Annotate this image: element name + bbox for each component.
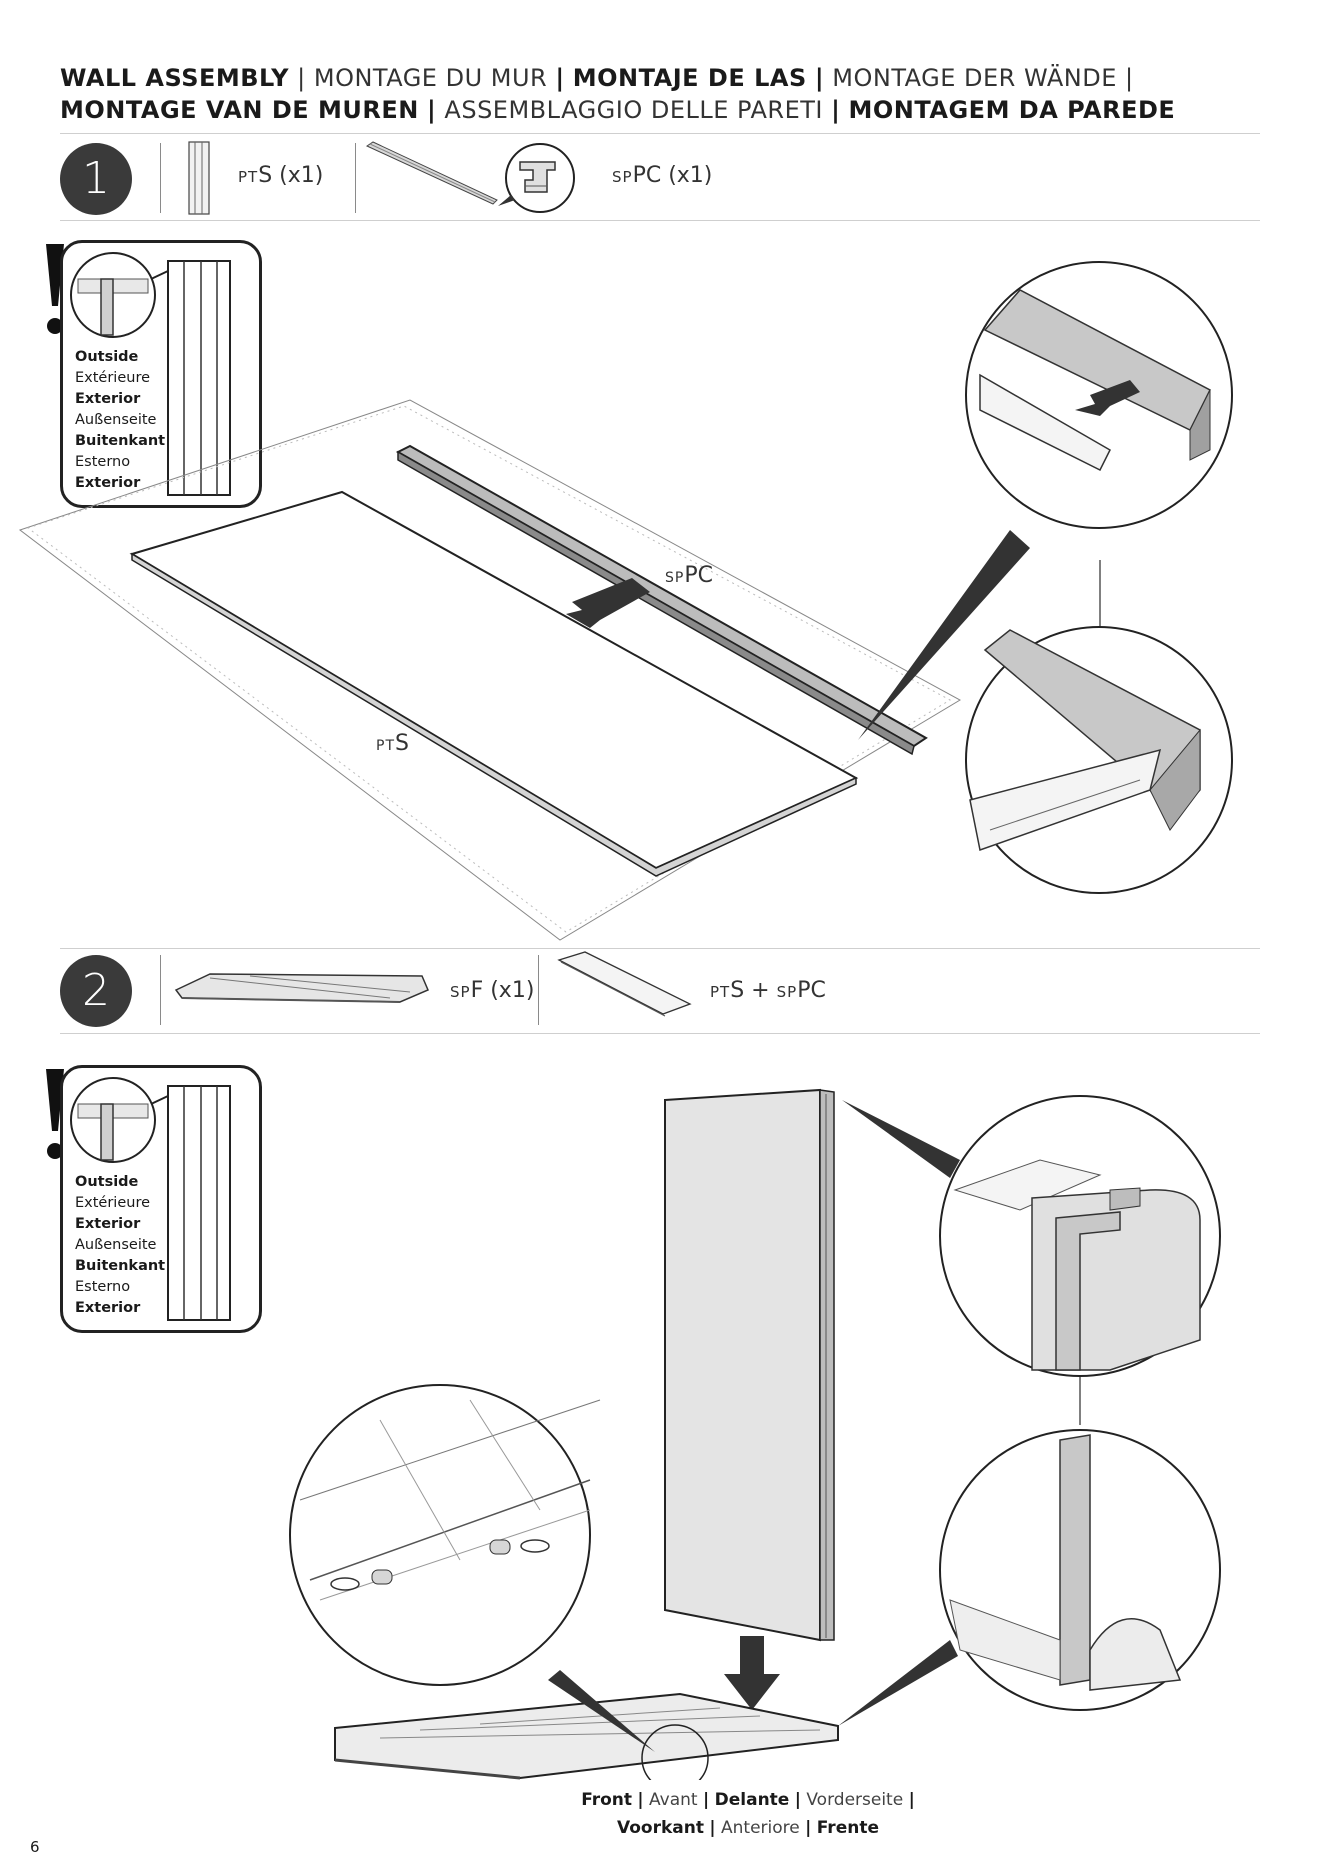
part-spf-label: SPF (x1) (450, 978, 535, 1003)
title-it: ASSEMBLAGGIO DELLE PARETI (444, 96, 823, 124)
step-1-illustration (18, 261, 1233, 941)
outside-panel-illustration (70, 1077, 231, 1321)
step-2-badge: 2 (60, 955, 132, 1027)
page-number: 6 (30, 1838, 40, 1856)
part-pts-label: PTS (x1) (238, 163, 324, 188)
title-fr: MONTAGE DU MUR (313, 64, 548, 92)
step-2-illustration (289, 1088, 1221, 1780)
outside-note-box: Outside Extérieure Exterior Außenseite B… (60, 1065, 262, 1333)
separator (355, 143, 356, 213)
separator (538, 955, 539, 1025)
title-nl: MONTAGE VAN DE MUREN (60, 96, 419, 124)
part-sppc-label: SPPC (x1) (612, 163, 713, 188)
standing-wall-panel (664, 1088, 821, 1642)
detail-circle-bottom-left (289, 1384, 591, 1686)
exclamation-icon (40, 1065, 70, 1165)
connector-part-icon (365, 141, 575, 213)
front-label: Front | Avant | Delante | Vorderseite | … (581, 1790, 915, 1838)
outside-note-box: Outside Extérieure Exterior Außenseite B… (60, 240, 262, 508)
floor-part-icon (174, 973, 429, 1003)
exclamation-icon (40, 240, 70, 340)
divider (60, 948, 1260, 949)
pts-panel (129, 490, 859, 870)
title-pt: MONTAGEM DA PAREDE (848, 96, 1176, 124)
divider (60, 133, 1260, 134)
floor-panel (334, 1692, 839, 1780)
divider (60, 220, 1260, 221)
panel-connector-part-icon (557, 951, 692, 1017)
part-pts-sppc-label: PTS + SPPC (710, 978, 826, 1003)
separator (160, 955, 161, 1025)
panel-part-icon (188, 141, 210, 215)
page-title: WALL ASSEMBLY | MONTAGE DU MUR | MONTAJE… (60, 64, 1176, 124)
title-es: MONTAJE DE LAS (572, 64, 807, 92)
outside-language-list: Outside Extérieure Exterior Außenseite B… (75, 349, 166, 491)
pts-label: PTS (376, 731, 409, 756)
step-1-badge: 1 (60, 143, 132, 215)
separator (160, 143, 161, 213)
outside-panel-illustration (70, 252, 231, 496)
title-de: MONTAGE DER WÄNDE (832, 64, 1117, 92)
sppc-label: SPPC (665, 563, 713, 588)
outside-language-list: Outside Extérieure Exterior Außenseite B… (75, 1174, 166, 1316)
arrow-icon (566, 578, 650, 628)
divider (60, 1033, 1260, 1034)
arrow-icon (724, 1636, 780, 1710)
title-en: WALL ASSEMBLY (60, 64, 289, 92)
